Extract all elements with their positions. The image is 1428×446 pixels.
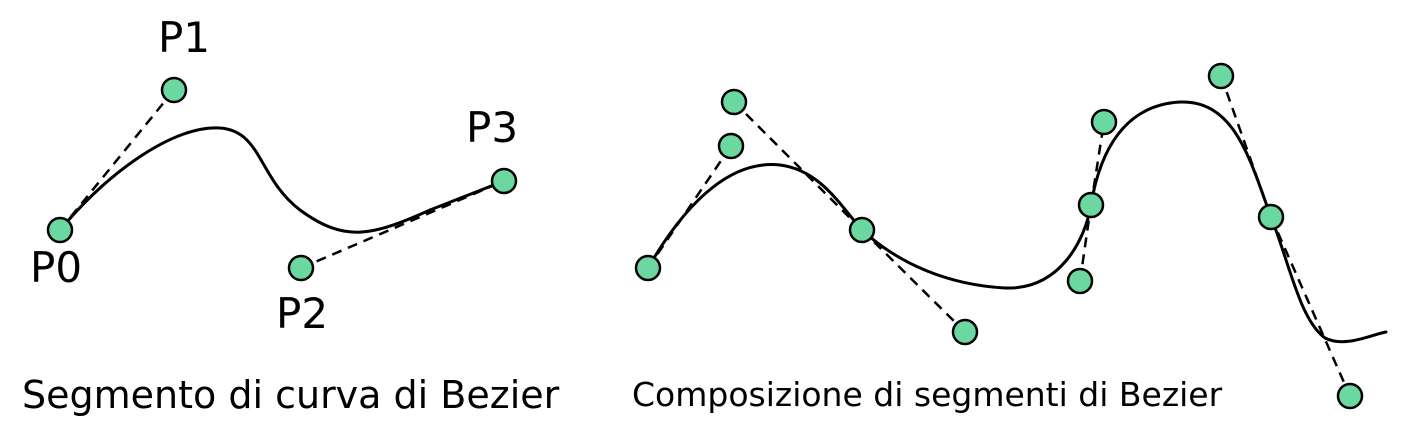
guide-2 (733, 101, 863, 231)
control-point-3 (717, 132, 745, 160)
control-point-10 (1257, 203, 1285, 231)
guide-5 (1089, 121, 1106, 206)
control-point-p3 (490, 167, 518, 195)
control-point-2 (720, 88, 748, 116)
label-p0: P0 (30, 243, 82, 292)
right-panel: Composizione di segmenti di Bezier (632, 62, 1388, 414)
control-point-p2 (287, 254, 315, 282)
guide-7 (1269, 216, 1352, 397)
control-point-6 (1066, 267, 1094, 295)
guide-4 (1078, 204, 1093, 282)
control-point-11 (1336, 382, 1364, 410)
control-point-1 (634, 254, 662, 282)
control-point-9 (1207, 62, 1235, 90)
label-p2: P2 (276, 289, 328, 338)
label-p1: P1 (158, 13, 210, 62)
guide-p0-p1 (59, 89, 175, 231)
control-point-7 (1077, 191, 1105, 219)
guide-p2-p3 (300, 179, 505, 270)
control-point-4 (848, 216, 876, 244)
guide-3 (861, 229, 966, 333)
bezier-curve (58, 126, 506, 234)
control-point-p1 (160, 76, 188, 104)
label-p3: P3 (466, 103, 518, 152)
caption-left: Segmento di curva di Bezier (22, 373, 560, 417)
left-panel: P1 P3 P0 P2 Segmento di curva di Bezier (22, 13, 560, 417)
control-point-8 (1090, 108, 1118, 136)
caption-right: Composizione di segmenti di Bezier (632, 375, 1223, 414)
control-point-p0 (46, 216, 74, 244)
control-point-5 (951, 318, 979, 346)
